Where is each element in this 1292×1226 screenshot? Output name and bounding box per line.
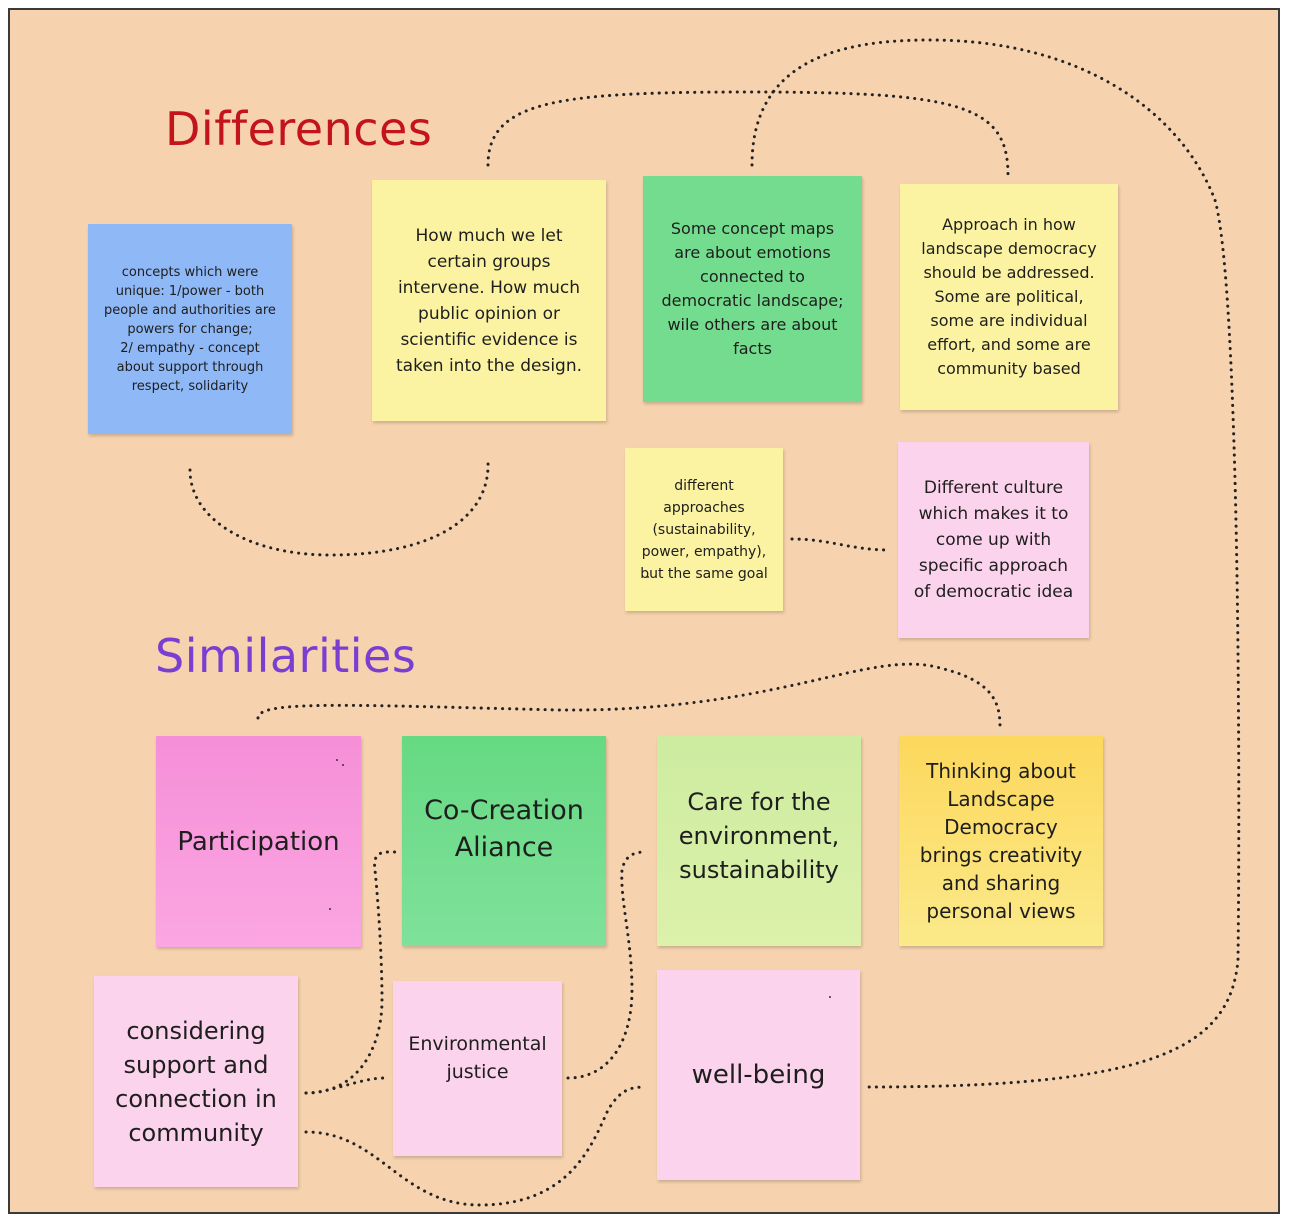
- sticky-note-emotions-facts[interactable]: Some concept maps are about emotions con…: [643, 176, 862, 402]
- sticky-note-text: Approach in how landscape democracy shou…: [921, 215, 1097, 378]
- sticky-note-environmental-justice[interactable]: Environmental justice: [393, 981, 562, 1156]
- sticky-note-text: Some concept maps are about emotions con…: [661, 219, 844, 358]
- stray-mark: [829, 996, 831, 998]
- sticky-note-community-support[interactable]: considering support and connection in co…: [94, 976, 298, 1187]
- differences-heading: Differences: [165, 102, 433, 156]
- sticky-note-text: considering support and connection in co…: [115, 1016, 277, 1147]
- stray-mark: [329, 908, 331, 910]
- stray-mark: [342, 764, 344, 766]
- stray-mark: [336, 759, 338, 761]
- sticky-note-text: Environmental justice: [408, 1032, 547, 1083]
- sticky-note-text: Thinking about Landscape Democracy bring…: [919, 759, 1083, 923]
- sticky-note-participation[interactable]: Participation: [156, 736, 361, 947]
- sticky-note-text: different approaches (sustainability, po…: [640, 477, 768, 582]
- sticky-note-text: well-being: [691, 1060, 826, 1090]
- sticky-note-text: How much we let certain groups intervene…: [395, 225, 583, 376]
- stray-mark: [647, 576, 649, 578]
- sticky-note-text: Care for the environment, sustainability: [678, 788, 840, 884]
- sticky-note-same-goal[interactable]: different approaches (sustainability, po…: [625, 448, 783, 611]
- sticky-note-creativity[interactable]: Thinking about Landscape Democracy bring…: [899, 736, 1103, 946]
- sticky-note-text: concepts which were unique: 1/power - bo…: [104, 264, 276, 394]
- sticky-note-unique-concepts[interactable]: concepts which were unique: 1/power - bo…: [88, 224, 292, 434]
- sticky-note-groups-intervene[interactable]: How much we let certain groups intervene…: [372, 180, 606, 421]
- sticky-note-care-environment[interactable]: Care for the environment, sustainability: [657, 736, 861, 946]
- sticky-note-co-creation[interactable]: Co-Creation Aliance: [402, 736, 606, 946]
- sticky-note-text: Participation: [177, 826, 340, 857]
- sticky-note-text: Different culture which makes it to come…: [913, 478, 1074, 602]
- sticky-note-text: Co-Creation Aliance: [424, 795, 584, 863]
- similarities-heading: Similarities: [155, 629, 417, 683]
- sticky-note-well-being[interactable]: well-being: [657, 970, 860, 1180]
- sticky-note-different-culture[interactable]: Different culture which makes it to come…: [898, 442, 1089, 638]
- sticky-note-approach-addressed[interactable]: Approach in how landscape democracy shou…: [900, 184, 1118, 410]
